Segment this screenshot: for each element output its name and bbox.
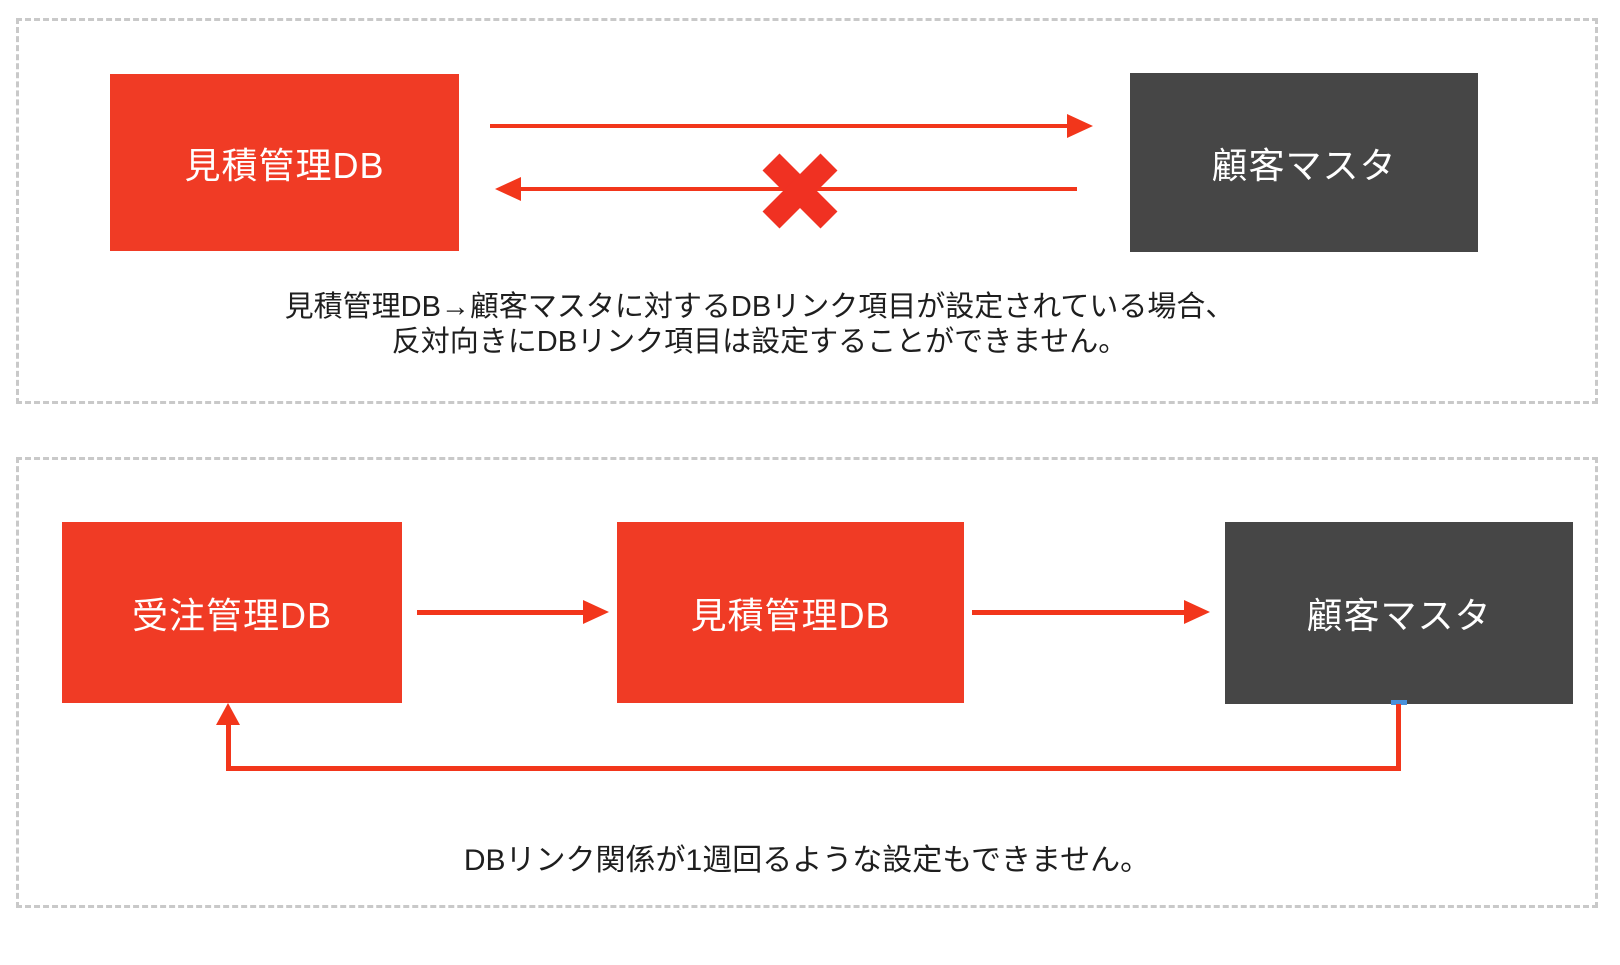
caption-bottom-line: DBリンク関係が1週回るような設定もできません。 [463, 844, 1151, 877]
arrowhead-right-icon [583, 600, 609, 624]
loop-horizontal-segment [226, 766, 1401, 771]
arrowhead-right-icon [1067, 114, 1093, 138]
node-order-db-label: 受注管理DB [131, 594, 332, 636]
connector-anchor-icon [1391, 700, 1407, 705]
panel-top-border [16, 18, 1598, 404]
arrow-estimate-to-customer-line [972, 610, 1185, 615]
arrow-order-to-estimate-line [417, 610, 585, 615]
node-estimate-db-2: 見積管理DB [617, 522, 964, 703]
panel-bottom-border [16, 457, 1598, 908]
node-customer-master-2-label: 顧客マスタ [1306, 595, 1492, 636]
arrow-forward-line [490, 124, 1067, 128]
arrowhead-right-icon [1184, 600, 1210, 624]
arrowhead-up-icon [216, 703, 240, 725]
arrowhead-left-icon [495, 177, 521, 201]
caption-bottom: DBリンク関係が1週回るような設定もできません。 [16, 843, 1598, 879]
node-customer-master-label: 顧客マスタ [1211, 144, 1397, 186]
x-mark-icon [759, 150, 841, 232]
caption-top-line1: 見積管理DB→顧客マスタに対するDBリンク項目が設定されている場合、 [284, 291, 1235, 323]
node-estimate-db-2-label: 見積管理DB [690, 594, 891, 636]
node-estimate-db-label: 見積管理DB [184, 144, 385, 186]
caption-top: 見積管理DB→顧客マスタに対するDBリンク項目が設定されている場合、 反対向きに… [16, 290, 1598, 360]
caption-top-line2: 反対向きにDBリンク項目は設定することができません。 [391, 326, 1128, 358]
node-customer-master-2: 顧客マスタ [1225, 522, 1573, 704]
node-customer-master: 顧客マスタ [1130, 73, 1478, 252]
node-estimate-db: 見積管理DB [110, 74, 459, 251]
loop-down-segment [1396, 704, 1401, 768]
loop-up-segment [226, 723, 231, 771]
node-order-db: 受注管理DB [62, 522, 402, 703]
